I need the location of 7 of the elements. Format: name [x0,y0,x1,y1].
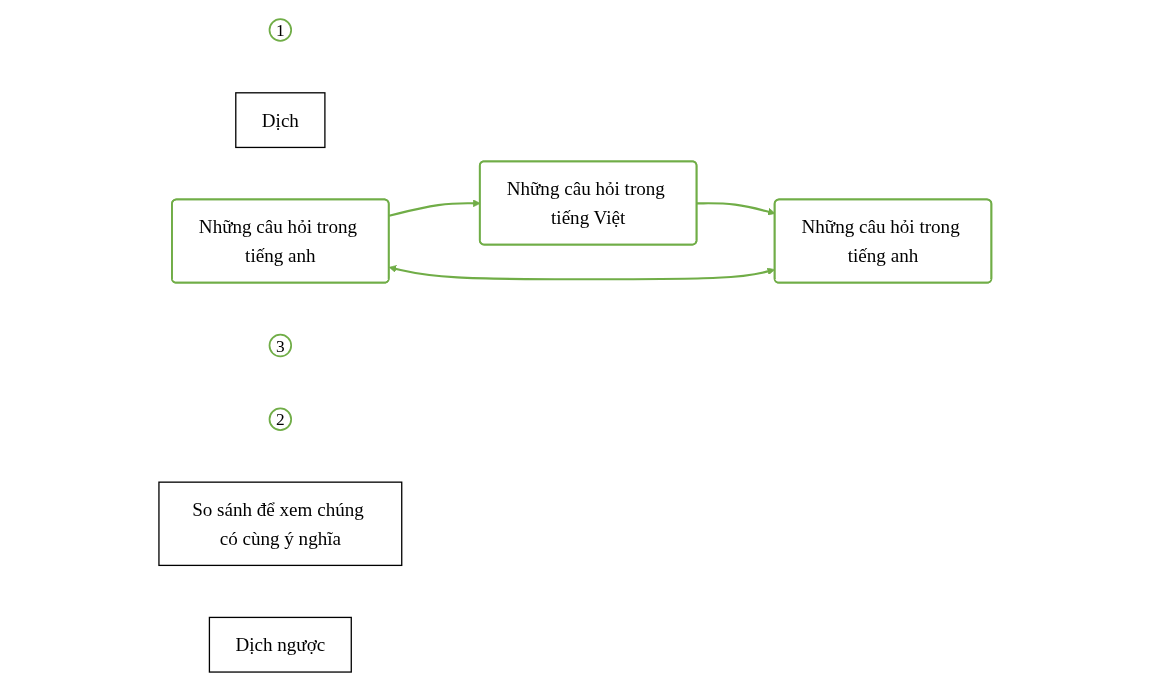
node-box: Dịch ngược [209,616,353,673]
node-circle: 2 [268,407,293,431]
node-circle: 3 [268,333,293,358]
node-circle: 1 [268,18,293,42]
node-box: Dịch [235,92,326,149]
arrow [389,199,481,217]
node-box: So sánh để xem chúng có cùng ý nghĩa [158,481,403,567]
